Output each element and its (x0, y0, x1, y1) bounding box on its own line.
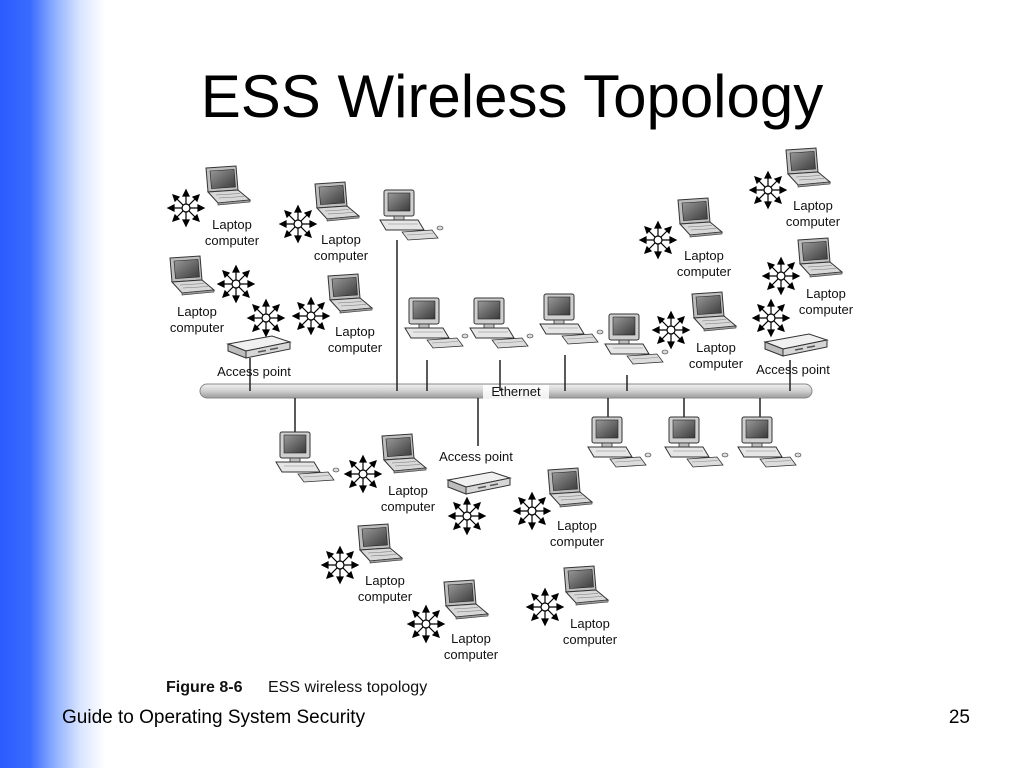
laptop-label: Laptop computer (677, 248, 732, 279)
laptop-label: Laptop computer (328, 324, 383, 355)
laptop-label: Laptop computer (786, 198, 841, 229)
radio-signal-icon (526, 588, 564, 626)
laptop-label: Laptop computer (358, 573, 413, 604)
radio-signal-icon (407, 605, 445, 643)
svg-text:computer: computer (563, 632, 618, 647)
desktop-computer-icon (664, 416, 729, 468)
laptop-computer-icon (785, 147, 831, 188)
laptop-label: Laptop computer (170, 304, 225, 335)
slide-title: ESS Wireless Topology (200, 63, 824, 130)
figure-caption: ESS wireless topology (268, 679, 427, 696)
access-point-label: Access point (439, 449, 513, 464)
laptop-computer-icon (314, 181, 360, 222)
svg-text:Laptop: Laptop (806, 286, 846, 301)
radio-signal-icon (217, 265, 255, 303)
desktop-computer-icon (404, 297, 469, 349)
svg-text:computer: computer (677, 264, 732, 279)
desktop-computer-icon (379, 189, 444, 241)
svg-text:computer: computer (314, 248, 369, 263)
svg-text:computer: computer (205, 233, 260, 248)
svg-text:computer: computer (799, 302, 854, 317)
svg-text:computer: computer (328, 340, 383, 355)
laptop-label: Laptop computer (381, 483, 436, 514)
svg-text:Laptop: Laptop (321, 232, 361, 247)
radio-signal-icon (752, 299, 790, 337)
radio-signal-icon (448, 497, 486, 535)
slide-page-number: 25 (948, 707, 970, 728)
radio-signal-icon (167, 189, 205, 227)
radio-signal-icon (247, 299, 285, 337)
radio-signal-icon (321, 546, 359, 584)
footer-course-title: Guide to Operating System Security (62, 707, 366, 728)
desktop-computer-icon (469, 297, 534, 349)
laptop-label: Laptop computer (689, 340, 744, 371)
svg-text:Laptop: Laptop (451, 631, 491, 646)
svg-text:computer: computer (550, 534, 605, 549)
ethernet-backbone: Ethernet (199, 383, 813, 399)
radio-signal-icon (292, 297, 330, 335)
access-point-label: Access point (217, 364, 291, 379)
svg-text:Laptop: Laptop (177, 304, 217, 319)
desktop-computer-icon (604, 313, 669, 365)
radio-signal-icon (513, 492, 551, 530)
laptop-computer-icon (677, 197, 723, 238)
radio-signal-icon (639, 221, 677, 259)
laptop-computer-icon (381, 433, 427, 474)
laptop-label: Laptop computer (563, 616, 618, 647)
laptop-label: Laptop computer (444, 631, 499, 662)
access-point-icon (227, 335, 291, 359)
radio-signal-icon (279, 205, 317, 243)
svg-text:computer: computer (381, 499, 436, 514)
radio-signal-icon (652, 311, 690, 349)
desktop-computer-icon (539, 293, 604, 345)
laptop-label: Laptop computer (205, 217, 260, 248)
laptop-computer-icon (357, 523, 403, 564)
laptop-computer-icon (169, 255, 215, 296)
svg-text:Laptop: Laptop (684, 248, 724, 263)
figure-number: Figure 8-6 (166, 679, 243, 696)
svg-text:computer: computer (358, 589, 413, 604)
desktop-computer-icon (275, 431, 340, 483)
access-point-icon (764, 333, 828, 357)
svg-text:Laptop: Laptop (335, 324, 375, 339)
svg-text:Laptop: Laptop (570, 616, 610, 631)
access-point-icon (447, 471, 511, 495)
svg-text:computer: computer (444, 647, 499, 662)
laptop-computer-icon (797, 237, 843, 278)
ethernet-label: Ethernet (491, 384, 541, 399)
desktop-computer-icon (587, 416, 652, 468)
radio-signal-icon (344, 455, 382, 493)
desktop-computer-icon (737, 416, 802, 468)
laptop-computer-icon (691, 291, 737, 332)
svg-text:Laptop: Laptop (696, 340, 736, 355)
laptop-computer-icon (327, 273, 373, 314)
svg-text:computer: computer (170, 320, 225, 335)
drop-lines (249, 240, 791, 446)
svg-text:Laptop: Laptop (557, 518, 597, 533)
laptop-computer-icon (443, 579, 489, 620)
svg-text:computer: computer (689, 356, 744, 371)
laptop-label: Laptop computer (799, 286, 854, 317)
laptop-computer-icon (205, 165, 251, 206)
svg-text:Laptop: Laptop (212, 217, 252, 232)
laptop-computer-icon (547, 467, 593, 508)
svg-text:Laptop: Laptop (365, 573, 405, 588)
svg-text:computer: computer (786, 214, 841, 229)
laptop-computer-icon (563, 565, 609, 606)
svg-text:Laptop: Laptop (793, 198, 833, 213)
laptop-label: Laptop computer (550, 518, 605, 549)
laptop-label: Laptop computer (314, 232, 369, 263)
svg-text:Laptop: Laptop (388, 483, 428, 498)
access-point-label: Access point (756, 362, 830, 377)
radio-signal-icon (749, 171, 787, 209)
radio-signal-icon (762, 257, 800, 295)
